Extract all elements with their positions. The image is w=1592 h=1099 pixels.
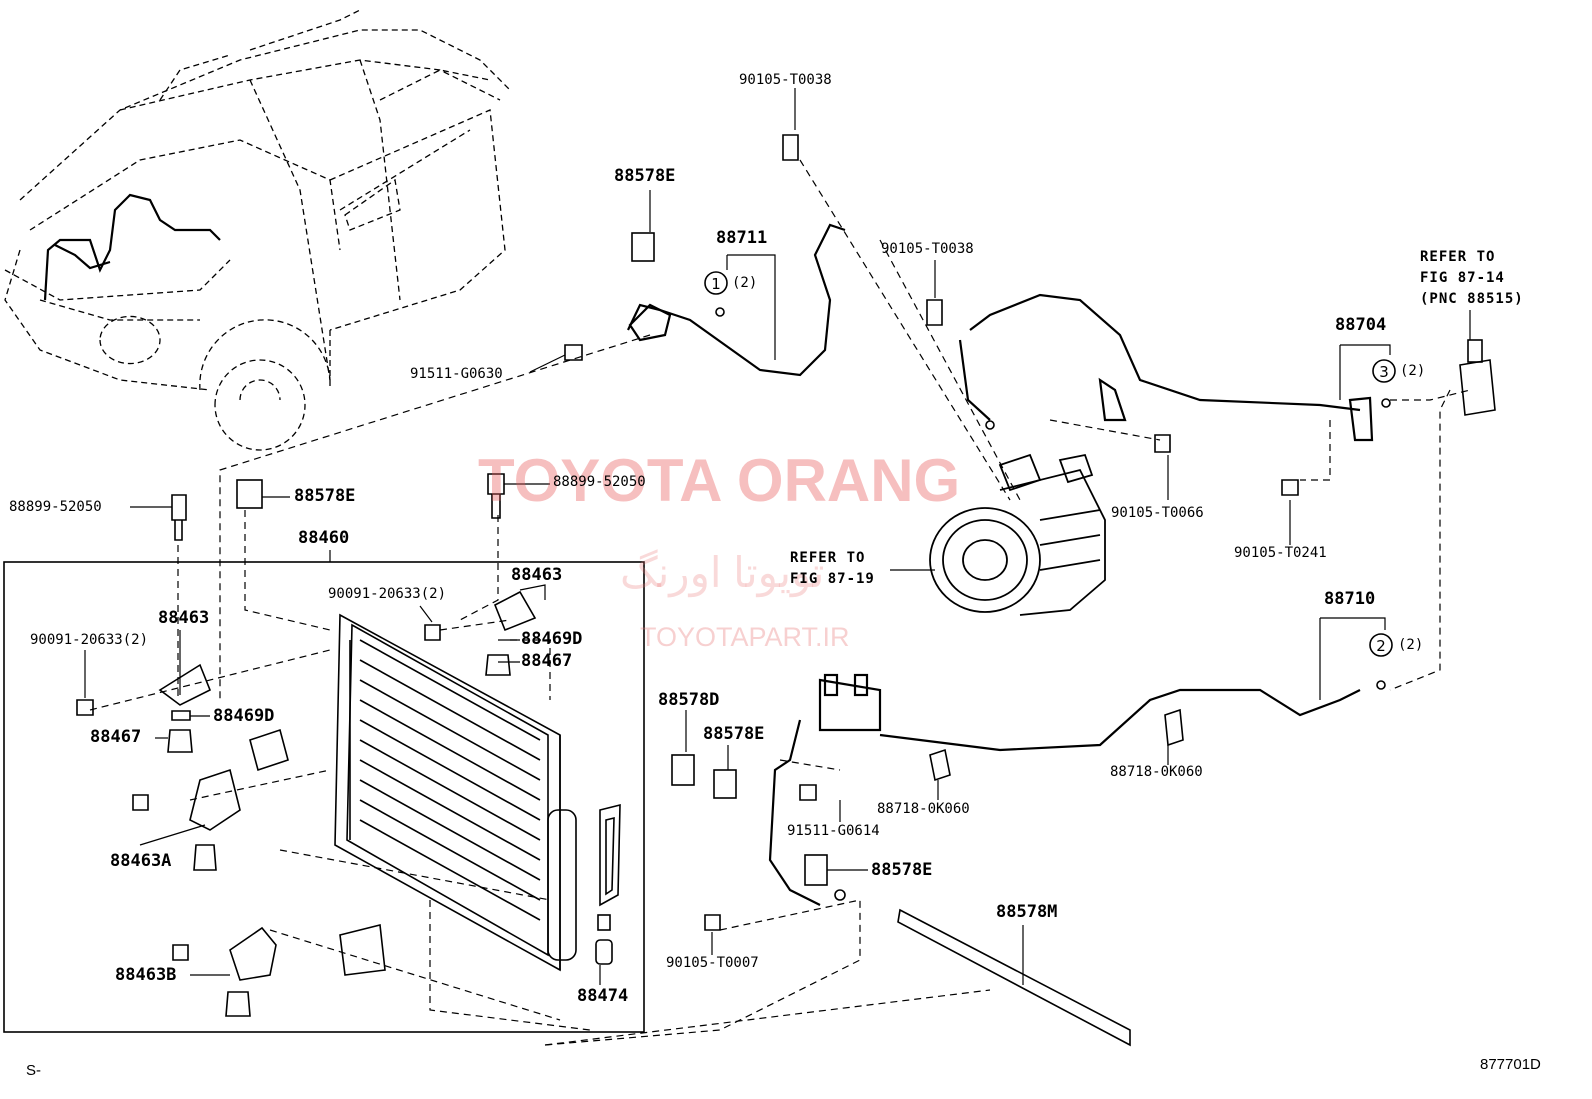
pad-88578e-top bbox=[631, 232, 655, 262]
pipe-88710 bbox=[879, 688, 1361, 752]
label-88899-52050-left[interactable]: 88899-52050 bbox=[9, 499, 102, 515]
circle-1-text: 1 bbox=[711, 275, 721, 293]
pad-88578e-left bbox=[236, 479, 263, 509]
label-88711[interactable]: 88711 bbox=[716, 228, 768, 248]
expansion-valve bbox=[1459, 359, 1496, 416]
watermark-brand-fa: تویوتا اورنگ bbox=[620, 549, 825, 596]
footer-left: S- bbox=[26, 1062, 41, 1079]
pad-88578d bbox=[671, 754, 695, 786]
label-90091-20633-left[interactable]: 90091-20633(2) bbox=[30, 632, 149, 648]
vehicle-outline bbox=[4, 9, 511, 451]
label-88467-right[interactable]: 88467 bbox=[521, 651, 573, 671]
label-88469d-left[interactable]: 88469D bbox=[213, 706, 275, 726]
label-88460[interactable]: 88460 bbox=[298, 528, 350, 548]
label-88463-right[interactable]: 88463 bbox=[511, 565, 563, 585]
compressor bbox=[929, 453, 1106, 616]
bracket-88463b bbox=[229, 926, 277, 981]
label-91511-g0630[interactable]: 91511-G0630 bbox=[410, 366, 503, 382]
watermark-site: TOYOTAPART.IR bbox=[640, 622, 850, 652]
label-88469d-right[interactable]: 88469D bbox=[521, 629, 583, 649]
label-88578e-bottom[interactable]: 88578E bbox=[871, 860, 933, 880]
label-90105-t0241[interactable]: 90105-T0241 bbox=[1234, 545, 1327, 561]
label-88463-left[interactable]: 88463 bbox=[158, 608, 210, 628]
label-90105-t0007[interactable]: 90105-T0007 bbox=[666, 955, 759, 971]
label-88578e-top[interactable]: 88578E bbox=[614, 166, 676, 186]
circle-2-text: 2 bbox=[1376, 637, 1386, 655]
label-refer-87-14-line3: (PNC 88515) bbox=[1420, 291, 1524, 307]
label-88578d[interactable]: 88578D bbox=[658, 690, 720, 710]
circle-1 bbox=[704, 271, 728, 295]
label-88710-qty: (2) bbox=[1398, 637, 1424, 653]
label-90091-20633-right[interactable]: 90091-20633(2) bbox=[328, 586, 447, 602]
condenser bbox=[334, 613, 577, 972]
label-91511-g0614[interactable]: 91511-G0614 bbox=[787, 823, 880, 839]
pad-88578e-center bbox=[713, 769, 737, 799]
bracket-88463-left bbox=[158, 663, 212, 706]
bracket-88463-right bbox=[493, 590, 537, 632]
bracket-88463a bbox=[189, 768, 241, 831]
pad-88578e-bottom bbox=[804, 854, 828, 886]
label-refer-87-19-line1: REFER TO bbox=[790, 550, 866, 566]
label-88578m[interactable]: 88578M bbox=[996, 902, 1058, 922]
label-88463b[interactable]: 88463B bbox=[115, 965, 177, 985]
label-88467-left[interactable]: 88467 bbox=[90, 727, 142, 747]
label-88899-52050-mid[interactable]: 88899-52050 bbox=[553, 474, 646, 490]
label-88718-0k060-left[interactable]: 88718-0K060 bbox=[877, 801, 970, 817]
bolts bbox=[76, 134, 1299, 961]
label-refer-87-14-line2[interactable]: FIG 87-14 bbox=[1420, 270, 1505, 286]
label-88711-qty: (2) bbox=[732, 275, 758, 291]
label-88474[interactable]: 88474 bbox=[577, 986, 629, 1006]
condenser-assembly-frame bbox=[3, 561, 645, 1033]
label-90105-t0038-top[interactable]: 90105-T0038 bbox=[739, 72, 832, 88]
circle-3-text: 3 bbox=[1379, 363, 1389, 381]
side-plate bbox=[599, 803, 621, 907]
seal-88578m bbox=[897, 908, 1131, 1047]
label-88578e-center[interactable]: 88578E bbox=[703, 724, 765, 744]
hose-88704 bbox=[969, 293, 1361, 412]
circle-3 bbox=[1372, 359, 1396, 383]
label-90105-t0038-mid[interactable]: 90105-T0038 bbox=[881, 241, 974, 257]
label-refer-87-14-line1: REFER TO bbox=[1420, 249, 1496, 265]
figure-code: 877701D bbox=[1480, 1056, 1541, 1073]
clamp-88718-right bbox=[1164, 708, 1184, 747]
clamp-88718-left bbox=[929, 748, 951, 782]
label-88718-0k060-right[interactable]: 88718-0K060 bbox=[1110, 764, 1203, 780]
label-88710[interactable]: 88710 bbox=[1324, 589, 1376, 609]
label-88704[interactable]: 88704 bbox=[1335, 315, 1387, 335]
watermark-brand: TOYOTA ORANG bbox=[478, 447, 961, 514]
label-refer-87-19-line2[interactable]: FIG 87-19 bbox=[790, 571, 875, 587]
label-90105-t0066[interactable]: 90105-T0066 bbox=[1111, 505, 1204, 521]
label-88463a[interactable]: 88463A bbox=[110, 851, 172, 871]
circle-2 bbox=[1369, 633, 1393, 657]
car-ac-lines bbox=[43, 193, 221, 301]
label-88704-qty: (2) bbox=[1400, 363, 1426, 379]
hose-88711 bbox=[627, 223, 846, 377]
label-88578e-left[interactable]: 88578E bbox=[294, 486, 356, 506]
